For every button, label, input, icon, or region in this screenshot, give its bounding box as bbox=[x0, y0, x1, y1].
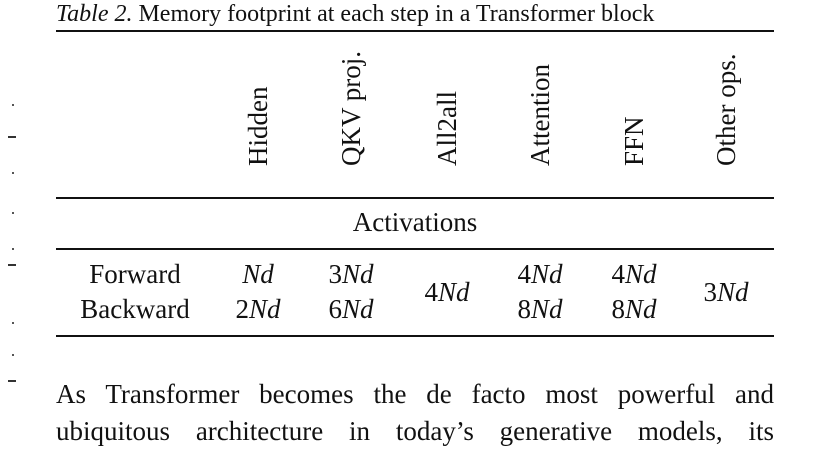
column-header-hidden: Hidden bbox=[238, 30, 278, 198]
cell-variable: Nd bbox=[248, 294, 281, 324]
margin-mark bbox=[12, 248, 14, 250]
column-header-label: All2all bbox=[432, 91, 462, 166]
column-header-label: Hidden bbox=[243, 86, 273, 166]
table-cell: 4Nd bbox=[589, 258, 679, 290]
column-header-qkv-proj: QKV proj. bbox=[331, 30, 371, 198]
table-cell-all2all-merged: 4Nd bbox=[402, 276, 492, 308]
section-rule bbox=[56, 248, 774, 250]
table-caption: Table 2. Memory footprint at each step i… bbox=[56, 0, 654, 28]
column-header-other-ops: Other ops. bbox=[706, 30, 746, 198]
cell-coefficient: 2 bbox=[235, 294, 249, 324]
table-cell: 6Nd bbox=[306, 293, 396, 325]
table-caption-label: Table 2. bbox=[56, 1, 133, 27]
margin-mark bbox=[8, 136, 16, 138]
column-header-label: FFN bbox=[619, 116, 649, 166]
table-cell: 8Nd bbox=[589, 293, 679, 325]
column-header-label: QKV proj. bbox=[336, 50, 366, 166]
cell-coefficient: 4 bbox=[611, 259, 625, 289]
body-paragraph: As Transformer becomes the de facto most… bbox=[56, 376, 774, 450]
cell-variable: Nd bbox=[341, 259, 374, 289]
cell-variable: Nd bbox=[242, 259, 274, 289]
paragraph-line: ubiquitous architecture in today’s gener… bbox=[56, 416, 774, 446]
margin-mark bbox=[12, 104, 14, 106]
margin-mark bbox=[8, 264, 16, 266]
table-cell: 3Nd bbox=[306, 258, 396, 290]
column-header-attention: Attention bbox=[520, 30, 560, 198]
cell-variable: Nd bbox=[624, 259, 657, 289]
margin-mark bbox=[12, 212, 14, 214]
cell-variable: Nd bbox=[530, 259, 563, 289]
column-header-ffn: FFN bbox=[614, 30, 654, 198]
table-cell: 2Nd bbox=[213, 293, 303, 325]
margin-mark bbox=[12, 354, 14, 356]
bottom-rule bbox=[56, 335, 774, 337]
cell-coefficient: 3 bbox=[703, 277, 717, 307]
cell-coefficient: 6 bbox=[328, 294, 342, 324]
margin-mark bbox=[12, 322, 14, 324]
paragraph-line: As Transformer becomes the de facto most… bbox=[56, 379, 774, 409]
cell-variable: Nd bbox=[530, 294, 563, 324]
margin-mark bbox=[12, 172, 14, 174]
column-header-label: Attention bbox=[525, 64, 555, 166]
cell-coefficient: 8 bbox=[517, 294, 531, 324]
table-cell-other-ops-merged: 3Nd bbox=[681, 276, 771, 308]
cell-coefficient: 3 bbox=[328, 259, 342, 289]
column-header-label: Other ops. bbox=[711, 53, 741, 166]
table-cell: 4Nd bbox=[495, 258, 585, 290]
section-label-activations: Activations bbox=[352, 207, 478, 237]
header-rule bbox=[56, 197, 774, 199]
table-caption-text: Memory footprint at each step in a Trans… bbox=[132, 1, 655, 27]
margin-mark bbox=[8, 380, 16, 382]
table-cell: 8Nd bbox=[495, 293, 585, 325]
row-label-forward: Forward bbox=[89, 259, 181, 289]
table-cell: Nd bbox=[213, 258, 303, 290]
cell-coefficient: 4 bbox=[517, 259, 531, 289]
cell-variable: Nd bbox=[716, 277, 749, 307]
cell-variable: Nd bbox=[624, 294, 657, 324]
column-header-all2all: All2all bbox=[427, 30, 467, 198]
cell-variable: Nd bbox=[437, 277, 470, 307]
cell-variable: Nd bbox=[341, 294, 374, 324]
cell-coefficient: 8 bbox=[611, 294, 625, 324]
top-rule bbox=[56, 30, 774, 32]
row-label-backward: Backward bbox=[80, 294, 190, 324]
cell-coefficient: 4 bbox=[424, 277, 438, 307]
